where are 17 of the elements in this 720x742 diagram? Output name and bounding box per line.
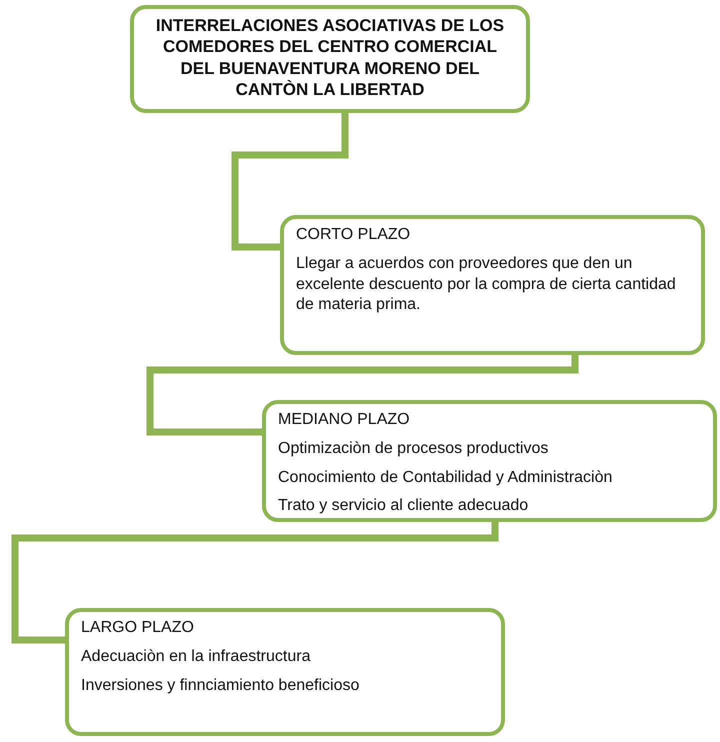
title-text: INTERRELACIONES ASOCIATIVAS DE LOS COMEDORES DEL CENTRO COMERCIAL DEL BUENAVENTURA MORENO DEL CANTÒN LA LIBERTAD (154, 15, 506, 100)
title-box (130, 5, 530, 113)
connector-line (232, 113, 348, 250)
connector-line (12, 522, 498, 644)
action-item: Trato y servicio al cliente adecuado (278, 496, 530, 516)
action-item: Conocimiento de Contabilidad y Administraciòn (278, 468, 614, 488)
term-heading: CORTO PLAZO (296, 225, 412, 245)
term-heading: LARGO PLAZO (81, 618, 195, 638)
action-item: Adecuaciòn en la infraestructura (81, 646, 312, 667)
term-box (280, 215, 705, 355)
term-heading: MEDIANO PLAZO (278, 410, 411, 430)
action-item: Optimizaciòn de procesos productivos (278, 438, 550, 459)
term-box (262, 400, 717, 522)
term-box (65, 608, 505, 736)
action-item: Llegar a acuerdos con proveedores que den un excelente descuento por la compra de cierta cantidad de materia prima. (296, 254, 677, 316)
action-item: Inversiones y finnciamiento beneficioso (81, 676, 360, 696)
connector-line (146, 355, 578, 436)
